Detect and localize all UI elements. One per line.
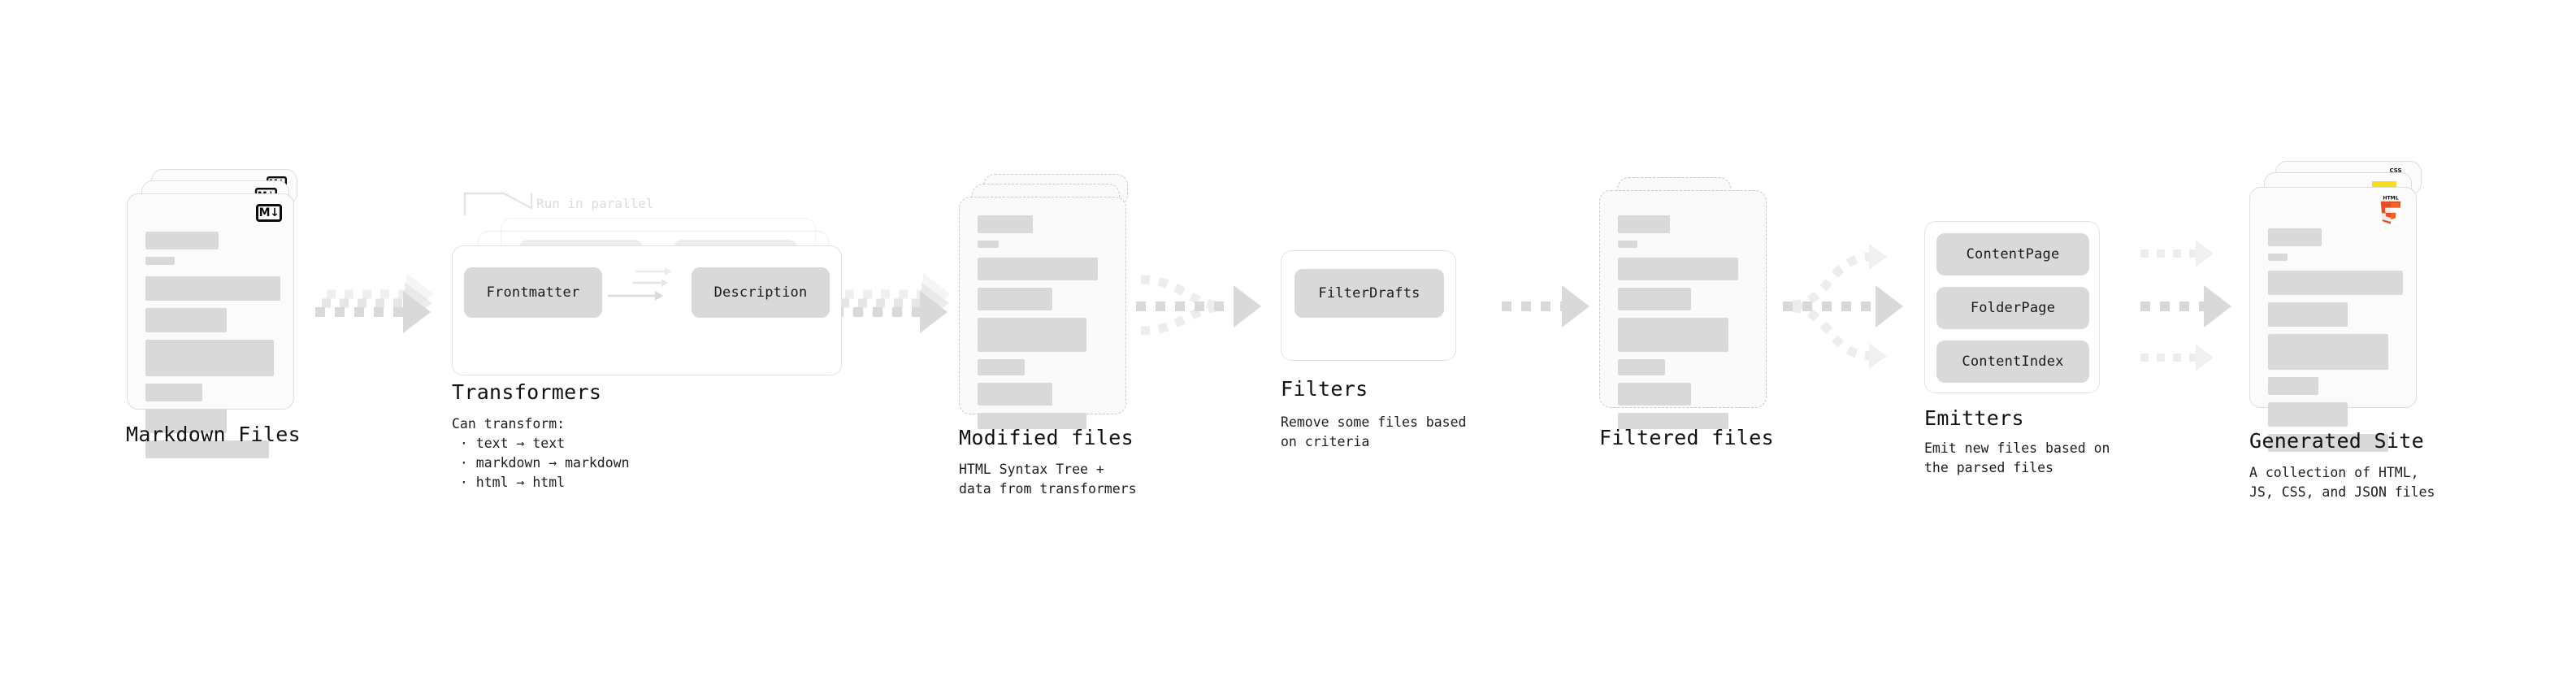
filters-group: FilterDrafts: [1281, 250, 1456, 361]
modified-files-stack: [959, 174, 1154, 429]
stage-subtitle-filters: Remove some files based on criteria: [1281, 414, 1467, 449]
run-in-parallel-bracket: [463, 192, 533, 215]
markdown-file-front: M↓: [127, 193, 294, 458]
arrow-markdown-to-transformers: [315, 273, 434, 333]
stage-title-markdown-files: Markdown Files: [126, 423, 301, 446]
stage-subtitle-emitters: Emit new files based on the parsed files: [1924, 440, 2110, 475]
transformer-chip-frontmatter[interactable]: Frontmatter: [464, 267, 602, 318]
transformer-box-front: Frontmatter Description: [452, 245, 842, 375]
markdown-icon: M↓: [256, 204, 282, 222]
transformers-group: Frontmatter Description: [452, 218, 842, 375]
arrow-filters-to-filtered: [1502, 285, 1589, 327]
arrow-transformers-to-modified: [834, 273, 951, 333]
stage-title-filters: Filters: [1281, 377, 1368, 401]
html5-icon: HTML: [2377, 196, 2405, 228]
svg-text:HTML: HTML: [2383, 196, 2398, 202]
filter-chip-filterdrafts[interactable]: FilterDrafts: [1295, 269, 1444, 318]
transformer-chip-description[interactable]: Description: [692, 267, 830, 318]
filtered-file-front: [1599, 190, 1767, 429]
skeleton-lines: [1618, 215, 1750, 436]
stage-title-emitters: Emitters: [1924, 406, 2024, 430]
modified-file-front: [959, 197, 1126, 429]
emitter-chip-folderpage[interactable]: FolderPage: [1936, 287, 2089, 329]
generated-site-stack: CSS HTML: [2249, 161, 2444, 452]
stage-subtitle-generated-site: A collection of HTML, JS, CSS, and JSON …: [2249, 465, 2435, 500]
html-file-card: HTML: [2249, 187, 2417, 452]
stage-title-filtered-files: Filtered files: [1599, 426, 1774, 449]
arrow-emitters-to-site: [2140, 241, 2231, 371]
run-in-parallel-label: Run in parallel: [536, 196, 654, 211]
skeleton-lines: [2268, 228, 2403, 459]
emitters-group: ContentPage FolderPage ContentIndex: [1924, 221, 2100, 393]
stage-title-generated-site: Generated Site: [2249, 429, 2424, 453]
skeleton-lines: [145, 232, 280, 466]
emitter-chip-contentindex[interactable]: ContentIndex: [1936, 340, 2089, 383]
stage-subtitle-transformers: Can transform: · text → text · markdown …: [452, 416, 630, 490]
emitter-chip-contentpage[interactable]: ContentPage: [1936, 233, 2089, 275]
stage-title-transformers: Transformers: [452, 380, 602, 404]
stage-subtitle-modified-files: HTML Syntax Tree + data from transformer…: [959, 462, 1137, 497]
arrow-modified-to-filters: [1136, 275, 1261, 336]
skeleton-lines: [978, 215, 1109, 436]
arrow-filtered-to-emitters: [1783, 244, 1903, 369]
stage-title-modified-files: Modified files: [959, 426, 1134, 449]
markdown-files-stack: M↓ M↓ M↓: [127, 169, 322, 458]
filtered-files-stack: [1599, 177, 1794, 429]
